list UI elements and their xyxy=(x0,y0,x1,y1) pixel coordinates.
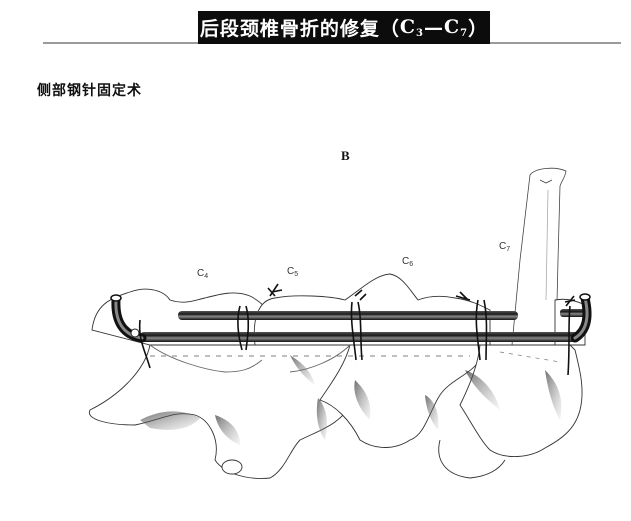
vertebra-label-c7: C7 xyxy=(499,241,511,253)
header-title-text: 后段颈椎骨折的修复（ xyxy=(199,18,400,40)
header-range-end: C7 xyxy=(444,16,469,39)
header-range-dash: — xyxy=(424,16,444,39)
lower-fixation-rod xyxy=(140,332,580,342)
left-rod-hook xyxy=(110,294,147,343)
vertebrae-lower xyxy=(89,344,583,479)
figure-panel-label: B xyxy=(341,148,350,163)
header-title-close: ） xyxy=(468,18,489,40)
section-title: 侧部钢针固定术 xyxy=(37,83,142,99)
header-range-start: C3 xyxy=(399,16,424,39)
sketch-shading xyxy=(140,355,562,445)
page-header-title: 后段颈椎骨折的修复（ C3 — C7 ） xyxy=(198,11,490,44)
c7-spinous-process xyxy=(511,167,567,346)
fixation-wires xyxy=(138,283,576,376)
vertebra-label-c5: C5 xyxy=(287,266,299,278)
right-rod-hook xyxy=(570,293,592,343)
vertebra-label-c4: C4 xyxy=(197,268,209,280)
vertebra-label-c6: C6 xyxy=(402,256,414,268)
